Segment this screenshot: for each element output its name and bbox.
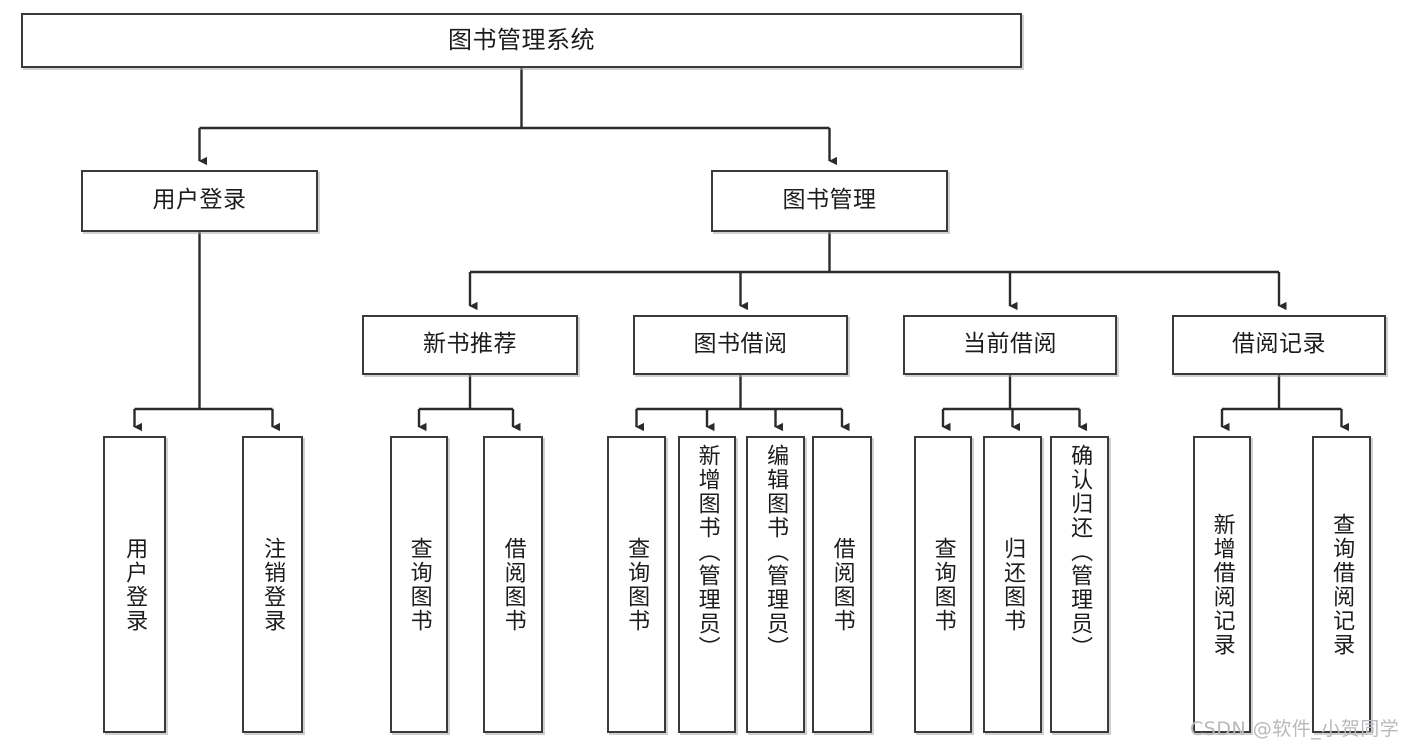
node-leaf-add-borrow-record[interactable]: 新增借阅记录	[1193, 436, 1251, 733]
node-label: 新增借阅记录	[1209, 512, 1235, 657]
node-label: 查询借阅记录	[1329, 512, 1355, 657]
node-label: 新增图书（管理员）	[694, 444, 720, 660]
node-leaf-query-book-recommend[interactable]: 查询图书	[390, 436, 448, 733]
node-label: 图书管理系统	[448, 26, 595, 55]
node-user-login[interactable]: 用户登录	[81, 170, 318, 232]
node-leaf-logout-login[interactable]: 注销登录	[242, 436, 303, 733]
node-label: 确认归还（管理员）	[1067, 444, 1093, 660]
node-new-book-recommend[interactable]: 新书推荐	[362, 315, 578, 375]
node-label: 图书借阅	[693, 331, 788, 358]
node-borrow-record[interactable]: 借阅记录	[1172, 315, 1386, 375]
node-leaf-query-book-current[interactable]: 查询图书	[914, 436, 972, 733]
node-leaf-add-book[interactable]: 新增图书（管理员）	[678, 436, 736, 733]
node-book-borrow[interactable]: 图书借阅	[633, 315, 848, 375]
node-label: 新书推荐	[423, 331, 517, 358]
node-leaf-user-login[interactable]: 用户登录	[103, 436, 166, 733]
node-leaf-query-borrow-record[interactable]: 查询借阅记录	[1312, 436, 1371, 733]
node-book-management[interactable]: 图书管理	[711, 170, 948, 232]
node-leaf-query-book-borrow[interactable]: 查询图书	[607, 436, 666, 733]
node-leaf-borrow-book[interactable]: 借阅图书	[812, 436, 872, 733]
node-label: 查询图书	[624, 536, 650, 633]
node-leaf-borrow-book-recommend[interactable]: 借阅图书	[483, 436, 543, 733]
node-label: 借阅图书	[829, 536, 855, 633]
node-label: 用户登录	[152, 187, 247, 214]
node-current-borrow[interactable]: 当前借阅	[903, 315, 1117, 375]
node-label: 编辑图书（管理员）	[763, 444, 789, 660]
watermark-label: CSDN @软件_小贺同学	[1190, 718, 1400, 740]
node-label: 当前借阅	[963, 331, 1057, 358]
node-label: 用户登录	[122, 536, 148, 633]
node-leaf-return-book[interactable]: 归还图书	[983, 436, 1042, 733]
node-label: 归还图书	[1000, 536, 1026, 633]
node-label: 借阅记录	[1232, 331, 1326, 358]
node-label: 借阅图书	[500, 536, 526, 633]
node-leaf-edit-book[interactable]: 编辑图书（管理员）	[746, 436, 805, 733]
node-label: 查询图书	[930, 536, 956, 633]
node-label: 注销登录	[260, 536, 286, 633]
node-root[interactable]: 图书管理系统	[21, 13, 1022, 68]
node-label: 查询图书	[406, 536, 432, 633]
node-leaf-confirm-return[interactable]: 确认归还（管理员）	[1050, 436, 1109, 733]
node-label: 图书管理	[782, 187, 877, 214]
